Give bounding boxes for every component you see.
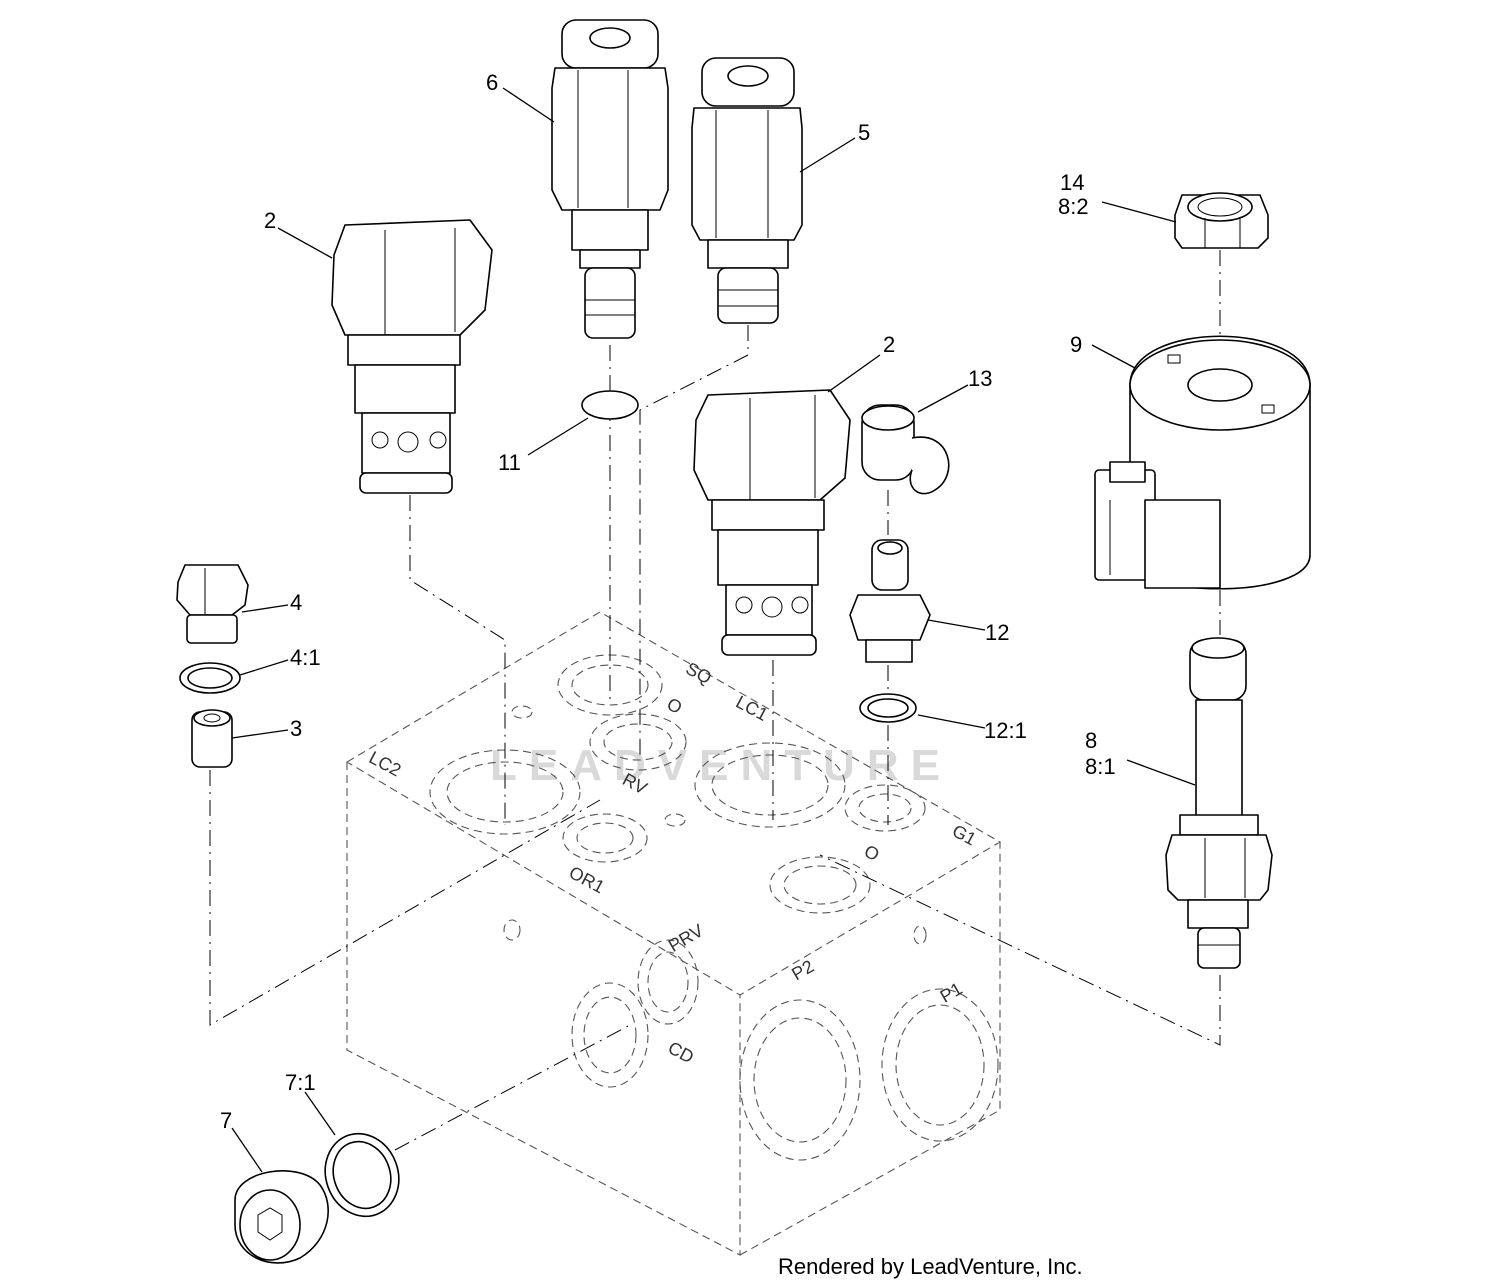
callout-13: 13 (968, 366, 992, 391)
callout-11: 11 (498, 450, 521, 475)
part-6-cartridge (551, 19, 669, 339)
port-label-p1: P1 (937, 978, 966, 1006)
part-12-fitting (849, 539, 931, 663)
manifold-block (345, 611, 1002, 1256)
part-13-cap (861, 404, 950, 495)
port-label-g1: G1 (949, 821, 980, 850)
watermark: LEADVENTURE (490, 741, 952, 790)
callout-4-1: 4:1 (290, 645, 321, 670)
part-4-1-oring (179, 662, 241, 694)
part-3-orifice (191, 709, 233, 768)
callout-12-1: 12:1 (984, 718, 1027, 743)
port-label-or1: OR1 (566, 862, 608, 897)
part-5-cartridge (691, 57, 803, 324)
port-label-cd: CD (665, 1038, 697, 1068)
part-12-1-oring (859, 693, 917, 723)
port-label-o: O (664, 694, 686, 718)
callout-5: 5 (858, 120, 870, 145)
callout-9: 9 (1070, 332, 1082, 357)
part-7-1-oring (324, 1132, 400, 1218)
part-9-coil (1094, 335, 1311, 590)
callout-3: 3 (290, 716, 302, 741)
leader-lines (231, 87, 1196, 1173)
callouts: 6 5 14 8:2 2 9 2 13 11 4 4:1 3 12 12:1 8… (220, 70, 1116, 1133)
callout-14: 14 (1060, 170, 1084, 195)
callout-8-1: 8:1 (1085, 754, 1116, 779)
callout-8-2: 8:2 (1058, 194, 1089, 219)
part-11-disc (581, 390, 639, 420)
callout-4: 4 (290, 590, 302, 615)
callout-7-1: 7:1 (285, 1070, 316, 1095)
part-7-plug (234, 1170, 329, 1264)
callout-6: 6 (486, 70, 498, 95)
part-4-plug (176, 564, 249, 644)
part-8-valve (1165, 637, 1273, 969)
port-label-lc2: LC2 (366, 747, 405, 780)
port-label-p2: P2 (788, 956, 817, 984)
part-14-nut (1174, 192, 1269, 249)
callout-7: 7 (220, 1108, 232, 1133)
part-2-cartridge-middle (693, 389, 851, 656)
part-2-cartridge-upper (331, 219, 493, 494)
callout-2-upper: 2 (264, 208, 276, 233)
assembly-lines (209, 250, 1221, 1151)
callout-2-middle: 2 (883, 332, 895, 357)
callout-8: 8 (1085, 728, 1097, 753)
port-label-lc1: LC1 (733, 692, 772, 725)
callout-12: 12 (985, 620, 1009, 645)
port-label-prv: PRV (665, 920, 707, 956)
port-label-o2: O (861, 841, 883, 865)
rendered-by-credit: Rendered by LeadVenture, Inc. (778, 1254, 1083, 1279)
